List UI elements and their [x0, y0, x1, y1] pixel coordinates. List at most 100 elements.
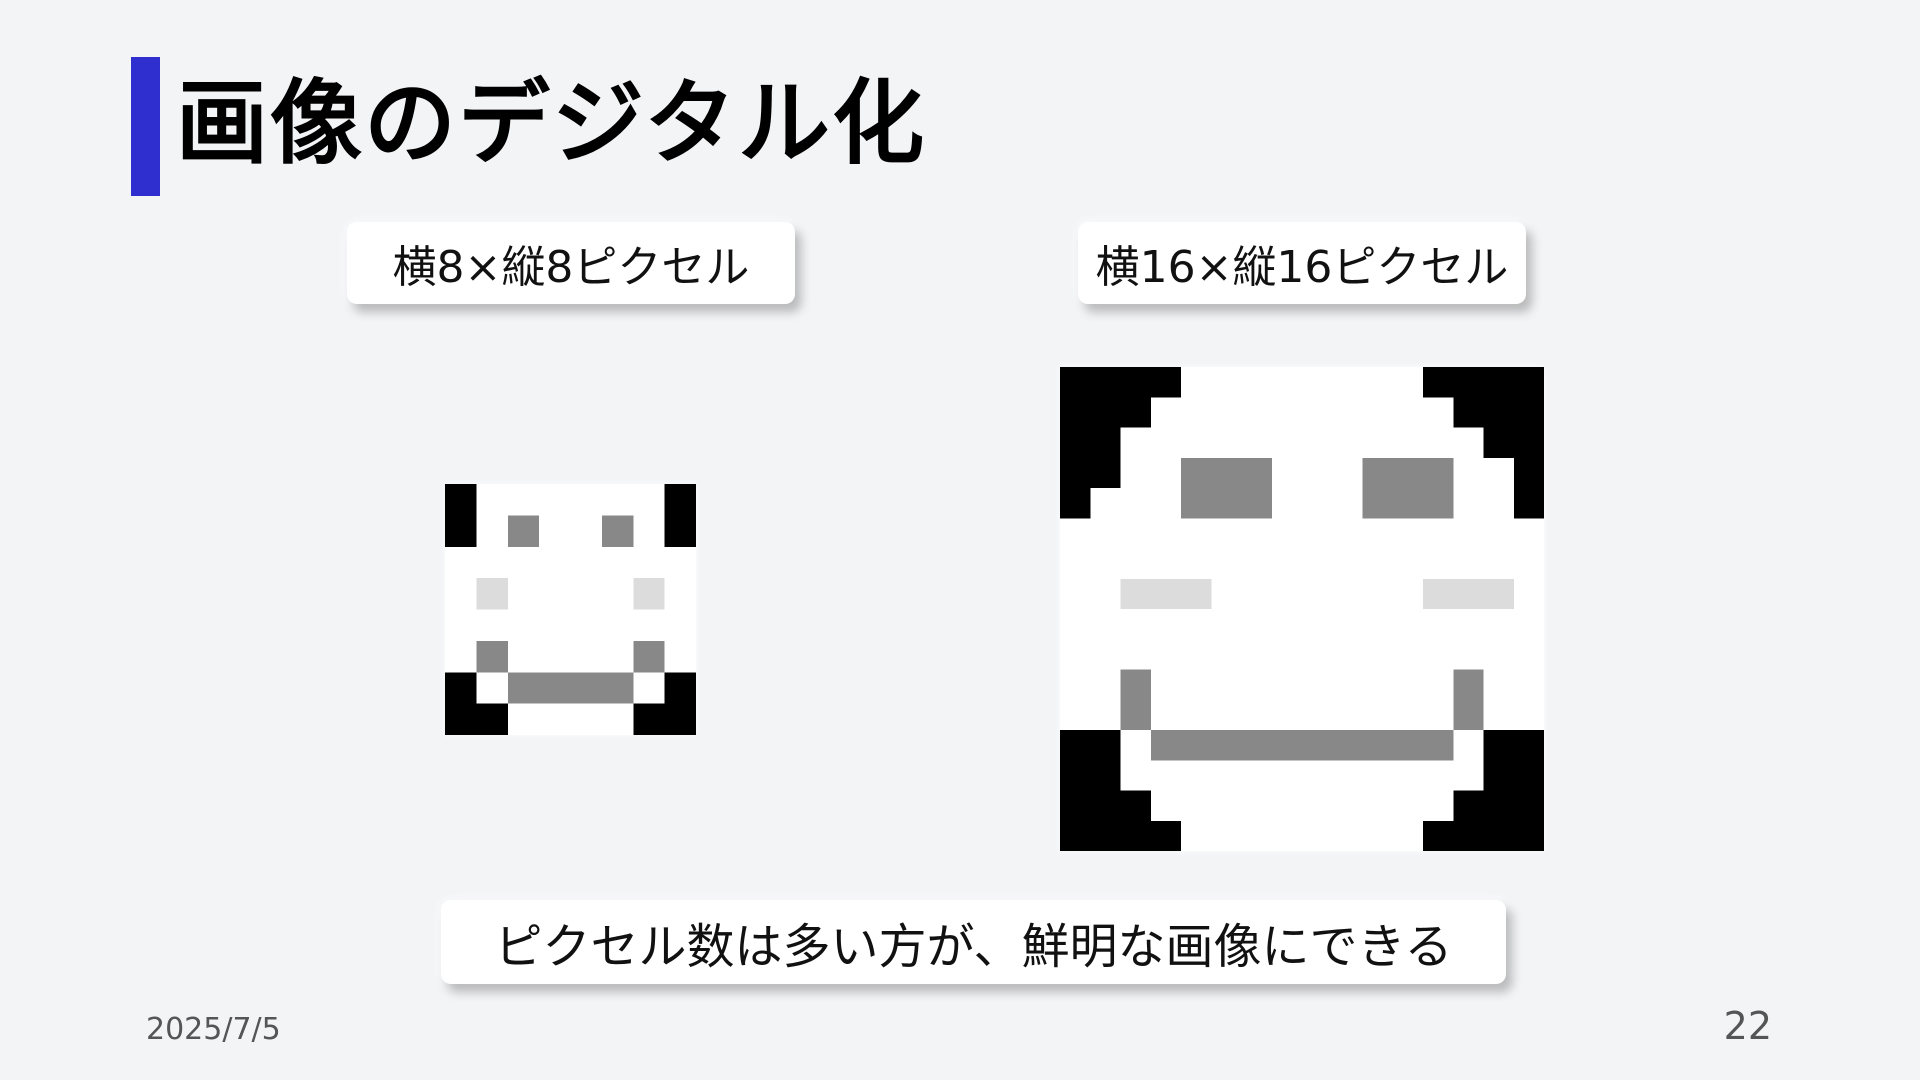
- grid-16-pixel: [1211, 699, 1242, 730]
- grid-16-pixel: [1181, 760, 1212, 791]
- grid-8-pixel: [476, 672, 508, 704]
- grid-16-pixel: [1060, 760, 1091, 791]
- grid-16-pixel: [1060, 518, 1091, 549]
- grid-16-pixel: [1090, 790, 1121, 821]
- grid-8-pixel: [476, 703, 508, 735]
- grid-16-pixel: [1453, 760, 1484, 791]
- grid-16-pixel: [1090, 639, 1121, 670]
- grid-16-pixel: [1271, 639, 1302, 670]
- grid-16-pixel: [1332, 790, 1363, 821]
- grid-16-pixel: [1271, 669, 1302, 700]
- page-title: 画像のデジタル化: [176, 70, 927, 177]
- grid-16-pixel: [1392, 548, 1423, 579]
- grid-16-pixel: [1302, 367, 1333, 398]
- grid-16-pixel: [1453, 699, 1484, 730]
- grid-16-pixel: [1513, 397, 1544, 428]
- grid-8-pixel: [633, 672, 665, 704]
- grid-8-pixel: [507, 484, 540, 516]
- grid-16-pixel: [1090, 457, 1121, 488]
- grid-8-pixel: [507, 515, 540, 547]
- grid-16-pixel: [1090, 578, 1121, 609]
- grid-16-pixel: [1060, 548, 1091, 579]
- grid-16-pixel: [1362, 820, 1393, 851]
- grid-16-pixel: [1483, 578, 1514, 609]
- grid-16-pixel: [1483, 669, 1514, 700]
- grid-16-pixel: [1271, 609, 1302, 640]
- grid-16-pixel: [1060, 457, 1091, 488]
- grid-16-pixel: [1483, 488, 1514, 519]
- grid-8-pixel: [570, 515, 602, 547]
- grid-8-pixel: [445, 515, 477, 547]
- grid-16-pixel: [1302, 518, 1333, 549]
- grid-16-pixel: [1453, 578, 1484, 609]
- grid-16-pixel: [1483, 609, 1514, 640]
- grid-16-pixel: [1392, 578, 1423, 609]
- grid-16-pixel: [1241, 518, 1272, 549]
- grid-16-pixel: [1120, 578, 1151, 609]
- grid-16-pixel: [1211, 367, 1242, 398]
- grid-16-pixel: [1120, 367, 1151, 398]
- grid-16-pixel: [1483, 699, 1514, 730]
- grid-16-pixel: [1513, 790, 1544, 821]
- grid-16-pixel: [1453, 367, 1484, 398]
- grid-8-pixel: [476, 546, 508, 579]
- grid-8-pixel: [476, 515, 508, 547]
- grid-8-pixel: [664, 672, 696, 704]
- grid-16-pixel: [1453, 669, 1484, 700]
- grid-16-pixel: [1150, 609, 1181, 640]
- grid-16-pixel: [1362, 790, 1393, 821]
- grid-16-pixel: [1423, 760, 1454, 791]
- grid-8-pixel: [601, 546, 634, 579]
- slide-page-number: 22: [1723, 1004, 1772, 1048]
- grid-8-pixel: [664, 640, 696, 673]
- grid-16-pixel: [1392, 669, 1423, 700]
- grid-16-pixel: [1513, 820, 1544, 851]
- grid-16-pixel: [1211, 820, 1242, 851]
- grid-16-pixel: [1090, 367, 1121, 398]
- grid-16-pixel: [1211, 578, 1242, 609]
- grid-16-pixel: [1423, 488, 1454, 519]
- grid-16-pixel: [1483, 427, 1514, 458]
- grid-16-pixel: [1150, 730, 1181, 761]
- grid-16-pixel: [1423, 790, 1454, 821]
- grid-16-pixel: [1362, 699, 1393, 730]
- grid-16-pixel: [1453, 427, 1484, 458]
- grid-16-pixel: [1241, 397, 1272, 428]
- grid-16-pixel: [1181, 790, 1212, 821]
- grid-8-pixel: [570, 672, 602, 704]
- grid-8-pixel: [633, 609, 665, 641]
- grid-16-pixel: [1453, 488, 1484, 519]
- grid-16-pixel: [1150, 699, 1181, 730]
- grid-16-pixel: [1241, 669, 1272, 700]
- grid-16-pixel: [1302, 488, 1333, 519]
- grid-16-pixel: [1181, 578, 1212, 609]
- grid-8-pixel: [570, 484, 602, 516]
- grid-8-pixel: [476, 484, 508, 516]
- grid-16-pixel: [1271, 790, 1302, 821]
- grid-16-pixel: [1120, 669, 1151, 700]
- caption-box: ピクセル数は多い方が、鮮明な画像にできる: [441, 900, 1506, 984]
- pixel-grid-16x16-svg: [1060, 367, 1544, 851]
- grid-16-pixel: [1150, 397, 1181, 428]
- grid-16-pixel: [1453, 639, 1484, 670]
- grid-16-pixel: [1513, 578, 1544, 609]
- grid-16-pixel: [1483, 790, 1514, 821]
- grid-16-pixel: [1332, 548, 1363, 579]
- grid-8-pixel: [601, 672, 634, 704]
- grid-16-pixel: [1483, 760, 1514, 791]
- grid-16-pixel: [1150, 488, 1181, 519]
- grid-16-pixel: [1362, 669, 1393, 700]
- grid-16-pixel: [1120, 820, 1151, 851]
- grid-8-pixel: [476, 609, 508, 641]
- grid-16-pixel: [1453, 548, 1484, 579]
- grid-16-pixel: [1241, 699, 1272, 730]
- grid-16-pixel: [1302, 397, 1333, 428]
- grid-16-pixel: [1120, 639, 1151, 670]
- grid-16-pixel: [1332, 578, 1363, 609]
- grid-8-pixel: [539, 703, 571, 735]
- grid-8-pixel: [601, 609, 634, 641]
- grid-8-pixel: [539, 672, 571, 704]
- grid-16-pixel: [1120, 730, 1151, 761]
- grid-16-pixel: [1332, 427, 1363, 458]
- grid-16-pixel: [1120, 488, 1151, 519]
